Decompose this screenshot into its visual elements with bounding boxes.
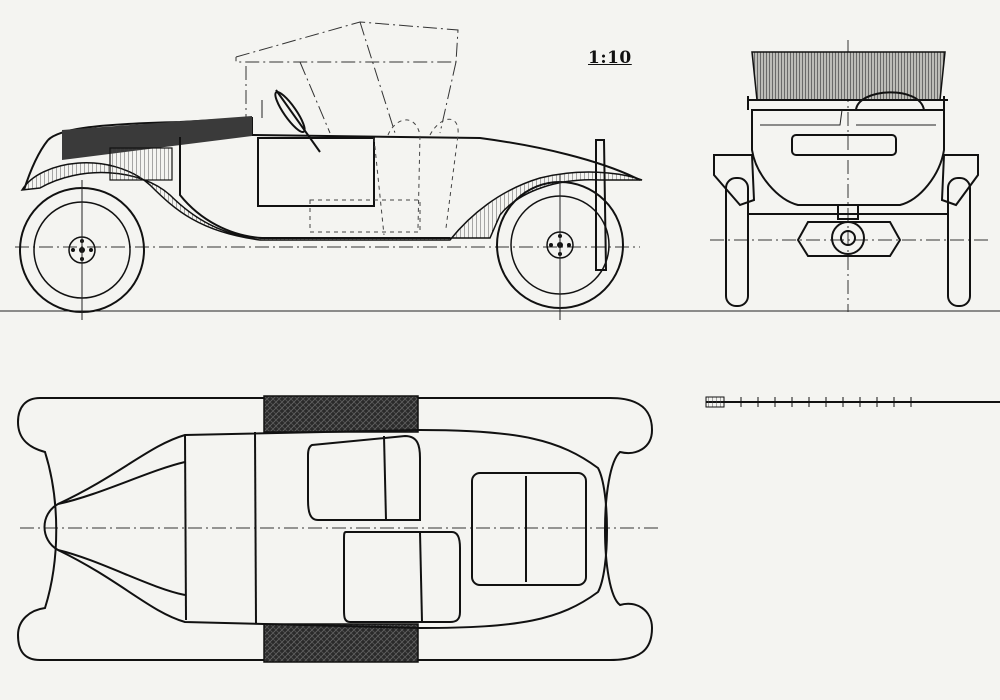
running-board-bottom	[263, 623, 419, 663]
radiator-shell	[23, 139, 49, 191]
top-canvas	[751, 51, 946, 101]
rear-spare	[595, 139, 608, 271]
left-wheel-front	[725, 177, 749, 307]
differential	[796, 221, 902, 257]
right-wheel-front	[947, 177, 971, 307]
folding-top	[235, 21, 459, 135]
front-view	[710, 40, 990, 312]
body-outline-top	[43, 428, 608, 630]
steering-wheel-side	[261, 89, 321, 153]
bonnet-louvres	[109, 147, 173, 181]
rear-compartment	[471, 472, 587, 586]
scale-label: 1:10	[588, 48, 632, 68]
top-view	[16, 395, 660, 663]
side-view	[0, 21, 1000, 320]
radiator-grille	[791, 134, 897, 156]
chassis-outline	[16, 397, 654, 661]
front-body	[751, 109, 945, 206]
fender-line	[20, 162, 643, 241]
body-side	[179, 137, 450, 239]
running-board-top	[263, 395, 419, 433]
seat-left	[307, 434, 421, 521]
seat-right	[343, 531, 461, 623]
seat-outline	[309, 118, 459, 236]
scale-bar	[705, 396, 1000, 408]
steering-wheel-front	[855, 91, 925, 111]
door-panel	[257, 137, 375, 207]
front-wheel	[19, 180, 145, 320]
rear-wheel	[496, 175, 624, 320]
